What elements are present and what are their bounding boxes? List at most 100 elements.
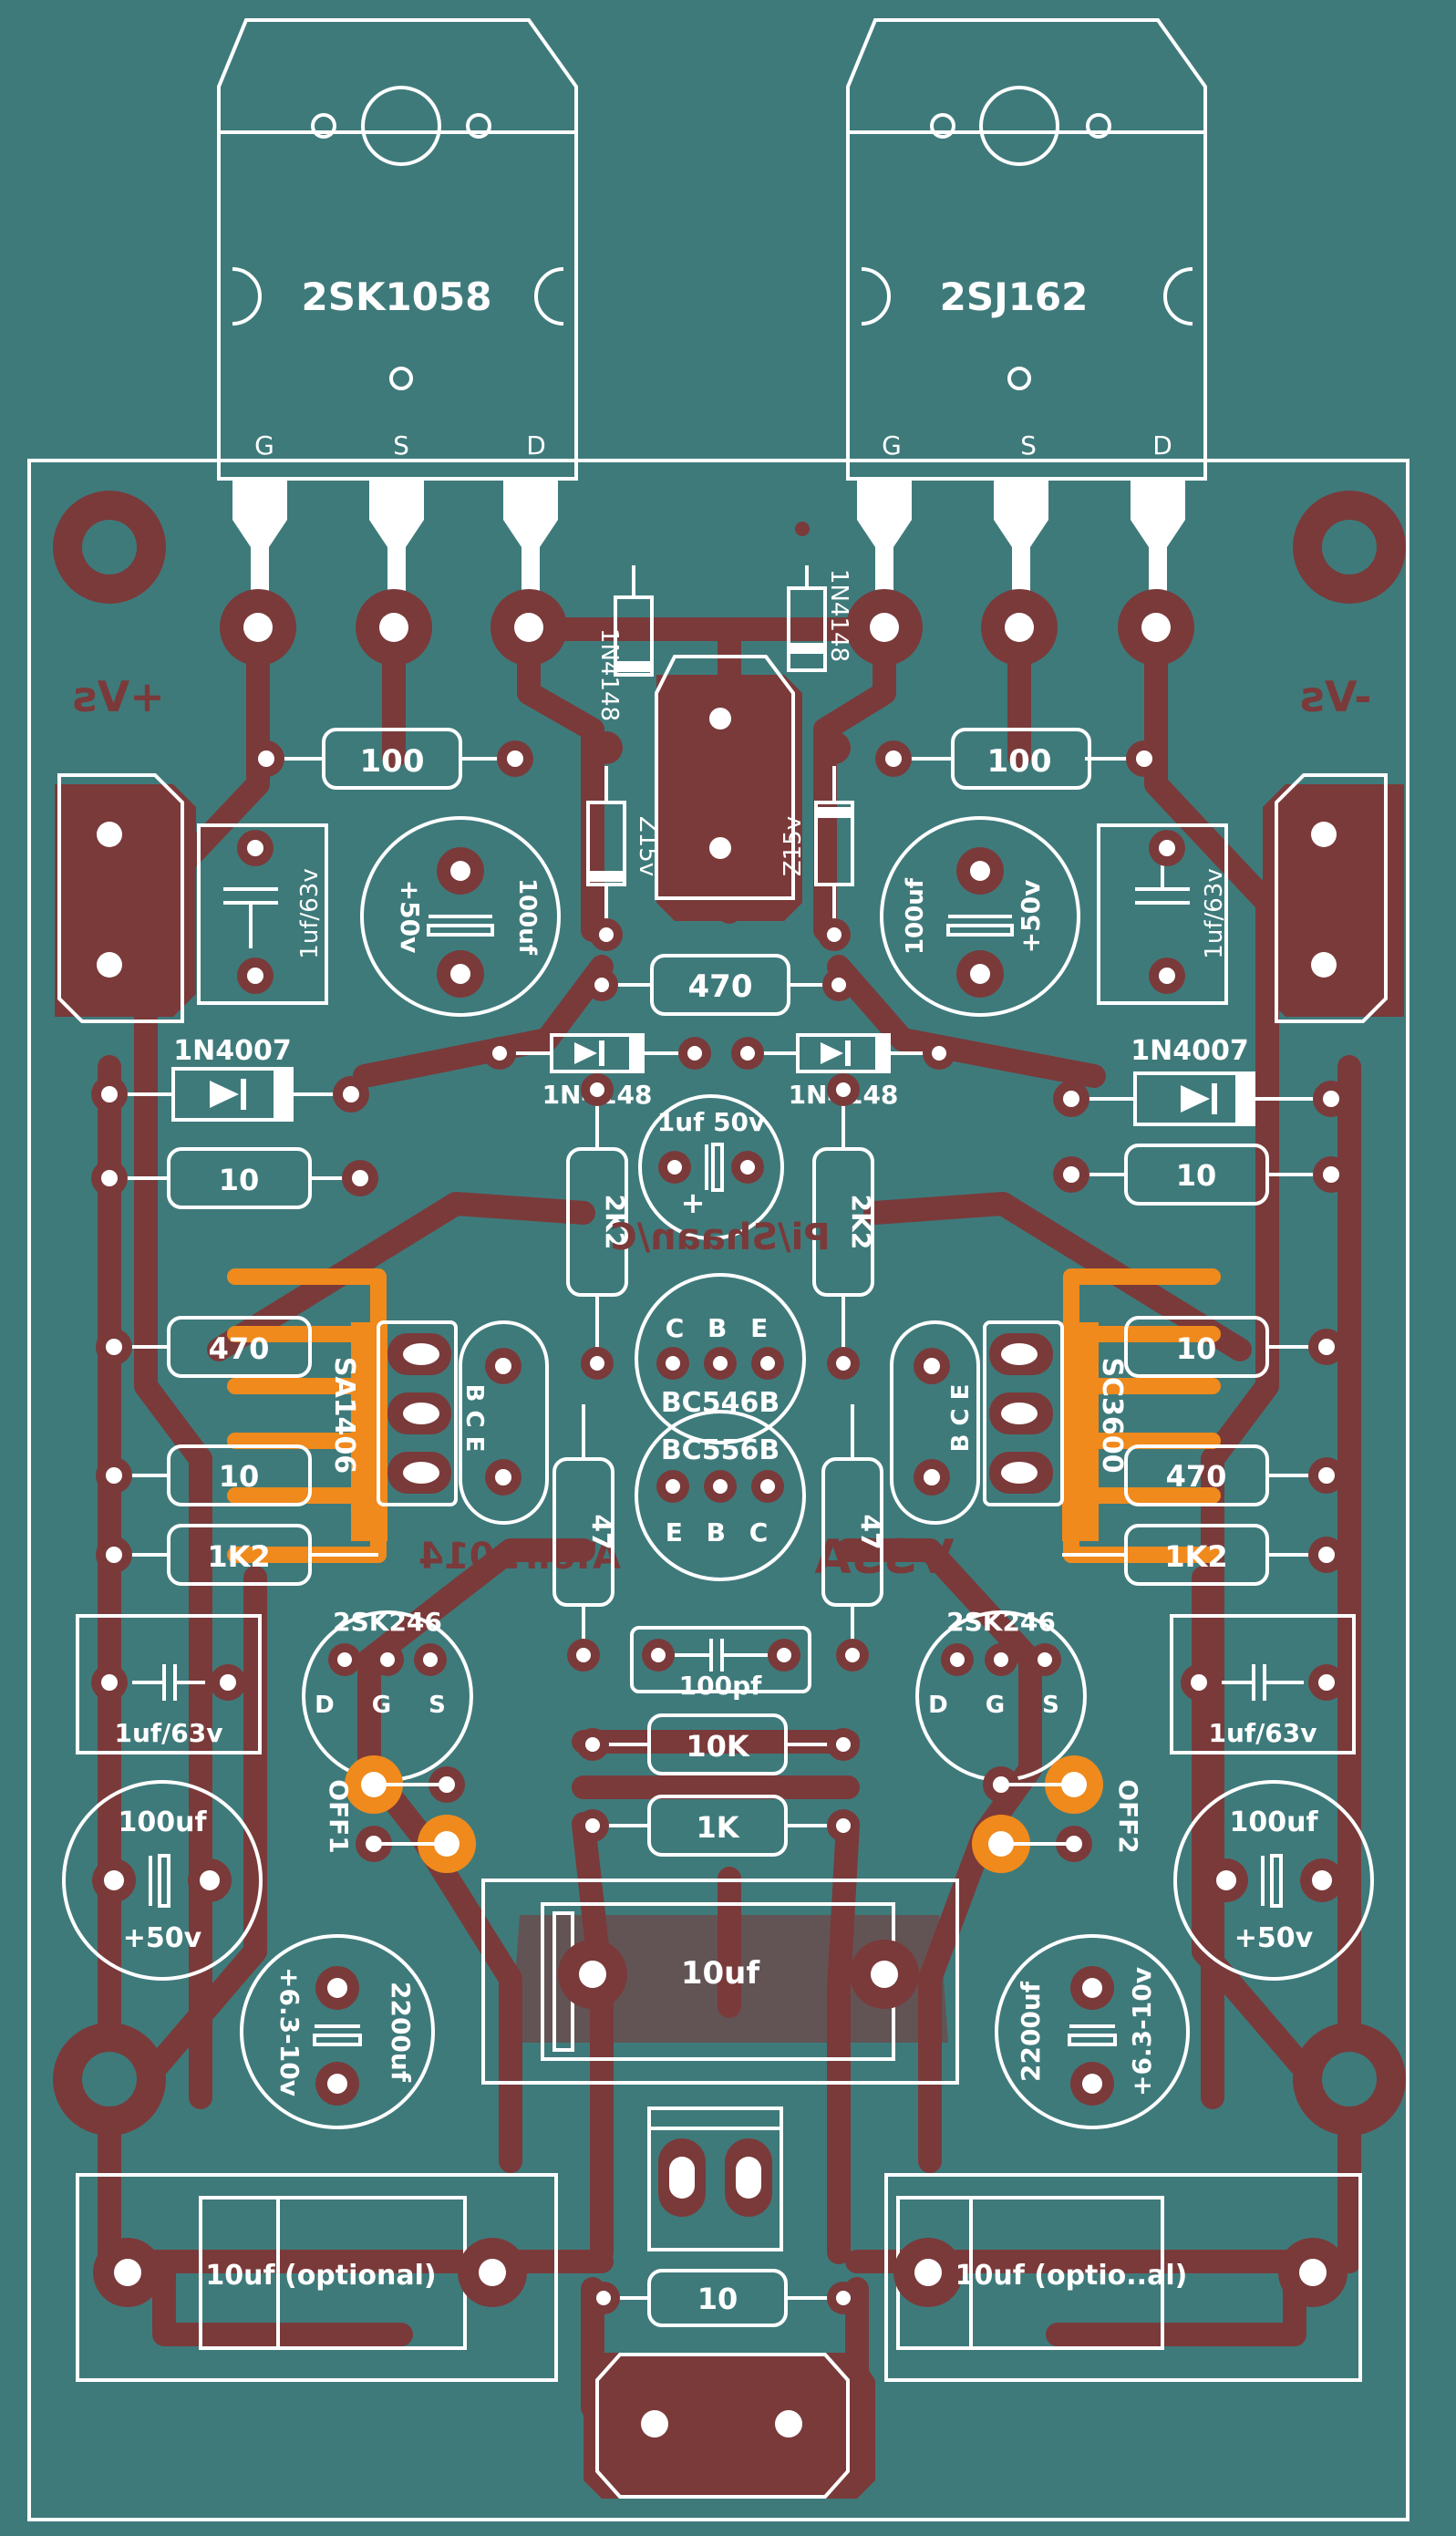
vs-plus-label: +Vs [72,672,165,721]
resistor-470-top: 470 [585,954,855,1016]
jfet-2sk246-left-label: 2SK246 [333,1607,442,1637]
mosfet-right-pin-d: D [1152,430,1172,461]
cap-1uf50v-center: 1uf 50v + [638,1094,784,1240]
cap-1uf63v-low-right-value: 1uf/63v [1208,1718,1317,1748]
mosfet-right-pin-s: S [1020,430,1037,461]
resistor-470-left: 470 [96,1316,312,1378]
diode-1n4007-right-label: 1N4007 [1131,1035,1248,1067]
resistor-1k2-left-value: 1K2 [207,1539,270,1574]
resistor-470-right-value: 470 [1166,1459,1227,1494]
cap-bce-left: B C E [459,1320,549,1525]
cap-100uf-top-left-voltage: +50v [395,880,425,954]
mosfet-left-label: 2SK1058 [302,274,492,319]
resistor-10k-value: 10K [686,1729,750,1764]
cap-bce-right-pins: B C E [947,1384,975,1453]
resistor-10-right-upper: 10 [1053,1144,1349,1206]
resistor-100-left-value: 100 [360,743,425,780]
vs-minus-terminal[interactable] [1275,773,1388,1023]
diode-1n4007-right: 1N4007 [1053,1035,1349,1126]
resistor-1k-value: 1K [696,1810,739,1845]
resistor-1k: 1K [576,1795,860,1857]
mosfet-right-pin-g: G [882,430,902,461]
cap-1uf63v-top-right-value: 1uf/63v [1201,868,1228,958]
diode-1n4148-top-right-label: 1N4148 [825,569,852,662]
mosfet-left-pin-d: D [526,430,546,461]
transistor-bc556b-pins: E B C [666,1517,776,1547]
input-connector[interactable] [647,2106,783,2251]
cap-100uf-top-right: 100uf +50v [880,816,1080,1017]
transistor-bc546b: C B E BC546B [635,1273,806,1444]
resistor-10-left-upper: 10 [91,1147,378,1209]
cap-2200uf-left: 2200uf +6.3-10v [240,1934,435,2129]
vs-plus-terminal[interactable] [57,773,184,1023]
transistor-bc546b-label: BC546B [661,1387,780,1419]
resistor-100-left: 100 [248,728,533,790]
resistor-47-right: 47 [821,1404,885,1672]
cap-100uf-low-left-voltage: +50v [123,1922,202,1954]
resistor-10-left-upper-value: 10 [219,1163,260,1197]
resistor-100-right-value: 100 [987,743,1052,780]
cap-2200uf-right-voltage: +6.3-10v [1127,1967,1157,2096]
jfet-2sk246-right-pins: D G S [928,1692,1074,1719]
cap-100uf-low-right: 100uf +50v [1173,1780,1374,1981]
resistor-47-right-value: 47 [855,1515,885,1550]
transistor-bc556b: BC556B E B C [635,1410,806,1581]
cap-100uf-low-right-voltage: +50v [1234,1922,1314,1954]
cap-bce-left-pins: B C E [460,1384,488,1453]
resistor-470-top-value: 470 [688,968,753,1005]
resistor-10-left-lower-value: 10 [219,1459,260,1494]
transistor-sc3600: SC3600 [983,1320,1128,1506]
jfet-2sk246-right-label: 2SK246 [946,1607,1056,1637]
transistor-bc556b-label: BC556B [661,1434,780,1466]
mosfet-left: 2SK1058 G S D [217,18,578,666]
resistor-1k2-left: 1K2 [96,1524,378,1586]
cap-100uf-top-left: 100uf +50v [360,816,561,1017]
vs-minus-label: -Vs [1300,672,1372,721]
pour-bottom [583,2353,875,2499]
cap-2200uf-left-value: 2200uf [386,1982,416,2083]
cap-10uf-center-value: 10uf [681,1955,761,1992]
cap-1uf63v-low-right: 1uf/63v [1170,1614,1356,1754]
diode-1n4007-left: 1N4007 [91,1035,369,1122]
copper-text-right: VSSA [814,1530,954,1585]
cap-10uf-optional-left: 10uf (optional) [76,2173,558,2382]
board-outline [27,459,1410,2521]
pour-center-top [656,675,802,921]
cap-1uf50v-plus-icon: + [681,1185,706,1220]
cap-1uf50v-center-value: 1uf 50v [657,1107,766,1137]
cap-bce-right: B C E [890,1320,980,1525]
offset-jumper-left[interactable]: OFF1 [324,1755,476,1873]
resistor-10-right-upper-value: 10 [1176,1158,1217,1193]
resistor-2k2-right-value: 2K2 [846,1195,876,1250]
cap-10uf-optional-left-value: 10uf (optional) [205,2260,436,2292]
offset-jumper-right[interactable]: OFF2 [972,1755,1143,1873]
cap-100uf-top-right-value: 100uf [902,877,929,955]
cap-2200uf-right-value: 2200uf [1016,1981,1046,2082]
cap-100uf-top-left-value: 100uf [513,878,541,956]
center-bias-block [655,655,795,900]
diode-1n4007-left-label: 1N4007 [173,1035,291,1067]
resistor-2k2-left: 2K2 [566,1073,630,1380]
resistor-2k2-right: 2K2 [812,1073,876,1380]
cap-100pf-value: 100pf [679,1671,762,1701]
resistor-2k2-left-value: 2K2 [600,1195,630,1250]
cap-2200uf-right: 2200uf +6.3-10v [995,1934,1190,2129]
cap-100pf: 100pf [630,1626,811,1701]
pour-center-cap [511,1915,948,2043]
copper-text-top: Pi/Shaan/C [610,1216,830,1258]
resistor-10-right-lower-value: 10 [1176,1331,1217,1366]
offset-jumper-right-label: OFF2 [1113,1779,1143,1854]
heatsink-left [227,1268,387,1563]
output-connector[interactable] [595,2353,850,2499]
resistor-10-bottom: 10 [587,2269,860,2327]
cap-10uf-center: 10uf [481,1879,959,2085]
transistor-sa1406-label: SA1406 [328,1357,360,1474]
cap-10uf-optional-right-value: 10uf (optio..al) [955,2260,1188,2292]
resistor-47-left: 47 [552,1404,616,1672]
cap-1uf63v-low-left: 1uf/63v [76,1614,262,1754]
cap-1uf63v-low-left-value: 1uf/63v [114,1718,222,1748]
cap-1uf63v-top-left: 1uf/63v [197,823,328,1005]
cap-100uf-top-right-voltage: +50v [1016,880,1046,954]
diode-1n4148-top-left: 1N4148 [595,565,654,721]
